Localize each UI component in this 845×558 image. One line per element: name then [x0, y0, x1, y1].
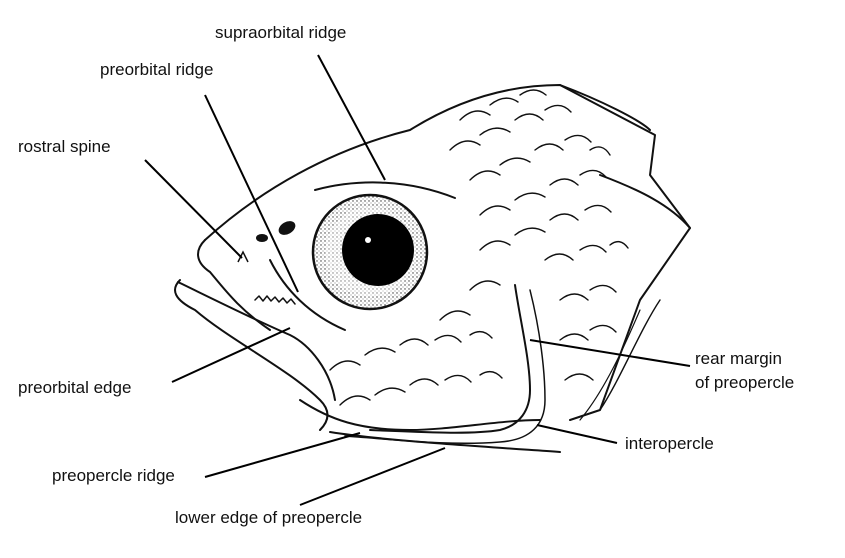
leader-lower-edge	[299, 447, 446, 506]
label-rear-margin-2: of preopercle	[695, 373, 795, 392]
preopercle-rear	[369, 284, 531, 434]
leader-rear-margin	[529, 339, 691, 367]
label-preopercle-ridge: preopercle ridge	[52, 466, 175, 485]
label-rostral-spine: rostral spine	[18, 137, 111, 156]
leader-interopercle	[536, 424, 618, 444]
lower-jaw	[174, 279, 329, 431]
preorbital-edge-curve	[254, 295, 296, 305]
leader-preorbital-edge	[171, 327, 291, 383]
head-outline	[204, 84, 651, 241]
upper-lip	[197, 239, 271, 331]
nostril-front	[256, 234, 268, 242]
cheek-outline	[299, 399, 541, 431]
eye-highlight	[365, 237, 371, 243]
label-lower-edge-preopercle: lower edge of preopercle	[175, 508, 363, 527]
leader-preopercle-ridge	[204, 432, 361, 478]
label-interopercle: interopercle	[625, 434, 714, 453]
label-rear-margin-1: rear margin	[695, 349, 782, 368]
leader-preorbital-ridge	[204, 94, 299, 293]
operculum-edge	[599, 174, 691, 229]
jaw-bone	[177, 281, 336, 401]
rostral-spine-mark	[237, 250, 249, 263]
supraorbital-ridge-curve	[314, 181, 456, 199]
eye-pupil	[342, 214, 414, 286]
scales	[329, 89, 629, 406]
label-preorbital-edge: preorbital edge	[18, 378, 132, 397]
leader-supraorbital	[317, 54, 386, 181]
label-preorbital-ridge: preorbital ridge	[100, 60, 214, 79]
label-supraorbital-ridge: supraorbital ridge	[215, 23, 347, 42]
pectoral-fin	[599, 299, 661, 411]
leader-rostral-spine	[144, 159, 243, 259]
preopercle-ridge-line	[344, 289, 546, 445]
preorbital-ridge-curve	[269, 259, 346, 331]
nostril-rear	[278, 221, 296, 235]
